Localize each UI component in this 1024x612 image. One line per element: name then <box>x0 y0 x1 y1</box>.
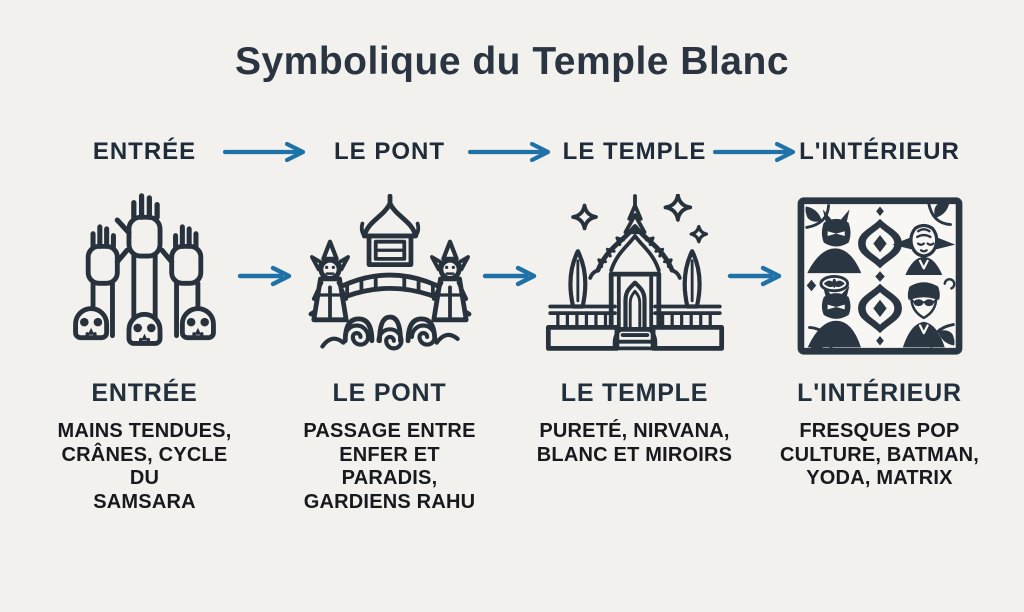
stage-label-pont: LE PONT <box>333 138 445 165</box>
stage-heading: L'INTÉRIEUR <box>797 379 962 407</box>
info-row: ENTRÉE MAINS TENDUES, CRÂNES, CYCLE DU S… <box>0 379 1024 514</box>
stage-label-temple: LE TEMPLE <box>562 138 707 165</box>
bridge-guardians-icon <box>308 193 471 350</box>
stage-description: FRESQUES POP CULTURE, BATMAN, YODA, MATR… <box>779 420 980 490</box>
page-title: Symbolique du Temple Blanc <box>234 40 790 83</box>
stage-description: MAINS TENDUES, CRÂNES, CYCLE DU SAMSARA <box>57 420 232 513</box>
right-arrow-icon <box>467 141 551 163</box>
stage-info-interieur: L'INTÉRIEUR FRESQUES POP CULTURE, BATMAN… <box>780 379 980 491</box>
stage-label-interieur: L'INTÉRIEUR <box>799 138 960 165</box>
lotus-medallion <box>857 218 902 268</box>
stage-label-row: ENTRÉE LE PONT LE TEMPLE L'INTÉRIEUR <box>0 138 1024 166</box>
flow-arrow-3 <box>712 141 796 163</box>
right-arrow-icon <box>482 265 537 286</box>
stage-icon-entree <box>45 192 245 359</box>
stage-icon-pont <box>290 193 490 358</box>
ornate-temple-icon <box>545 193 724 351</box>
stage-label-entree: ENTRÉE <box>92 138 197 165</box>
right-arrow-icon <box>727 265 782 286</box>
pop-culture-mural-icon <box>797 196 962 355</box>
stage-heading: LE PONT <box>332 379 447 407</box>
stage-heading: LE TEMPLE <box>560 379 709 407</box>
stage-icon-interieur <box>780 196 980 356</box>
right-arrow-icon <box>712 141 796 163</box>
raised-hands-skulls-icon <box>73 193 216 346</box>
stage-heading: ENTRÉE <box>91 379 198 407</box>
icon-row <box>0 192 1024 359</box>
flow-arrow-5 <box>482 265 537 287</box>
right-arrow-icon <box>222 141 306 163</box>
flow-arrow-2 <box>467 141 551 163</box>
stage-info-pont: LE PONT PASSAGE ENTRE ENFER ET PARADIS, … <box>290 379 490 514</box>
stage-description: PASSAGE ENTRE ENFER ET PARADIS, GARDIENS… <box>303 420 476 513</box>
stage-description: PURETÉ, NIRVANA, BLANC ET MIROIRS <box>536 420 733 466</box>
stage-info-entree: ENTRÉE MAINS TENDUES, CRÂNES, CYCLE DU S… <box>45 379 245 514</box>
stage-icon-temple <box>535 193 735 358</box>
flow-arrow-6 <box>727 265 782 287</box>
flow-arrow-1 <box>222 141 306 163</box>
stage-info-temple: LE TEMPLE PURETÉ, NIRVANA, BLANC ET MIRO… <box>535 379 735 467</box>
flow-arrow-4 <box>237 265 292 287</box>
right-arrow-icon <box>237 265 292 286</box>
